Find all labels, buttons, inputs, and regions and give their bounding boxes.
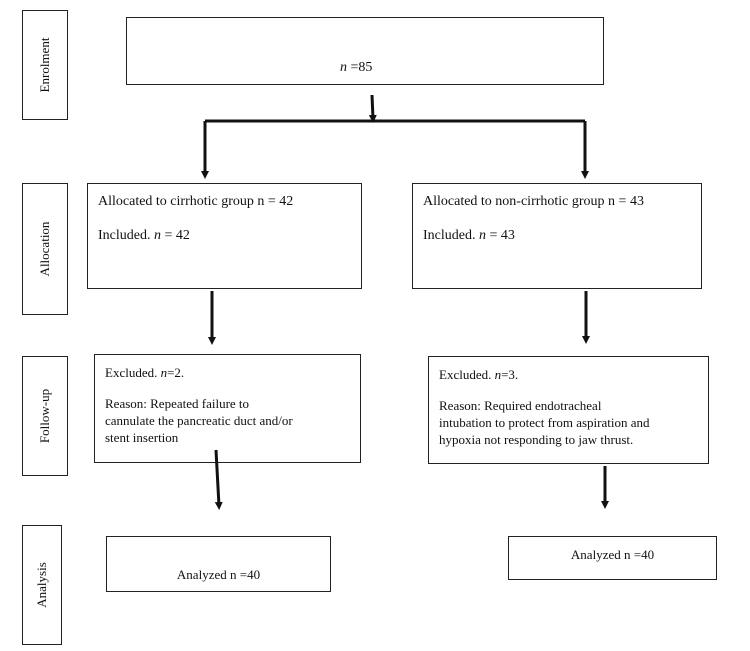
analyzed-non-cirrhotic-box: Analyzed n =40 bbox=[508, 536, 717, 580]
stage-allocation: Allocation bbox=[22, 183, 68, 315]
stage-analysis: Analysis bbox=[22, 525, 62, 645]
reason-cirrhotic-line2: cannulate the pancreatic duct and/or bbox=[105, 413, 293, 428]
stage-enrolment: Enrolment bbox=[22, 10, 68, 120]
excluded-cirrhotic-box: Excluded. n=2. Reason: Repeated failure … bbox=[94, 354, 361, 463]
included-cirrhotic-n: n bbox=[153, 228, 161, 243]
enrolment-count: n =85 bbox=[340, 60, 372, 76]
arrow-enrolment-to-split bbox=[368, 94, 377, 123]
excluded-cirrhotic: Excluded. n=2. bbox=[105, 365, 184, 380]
stage-allocation-label: Allocation bbox=[37, 221, 52, 277]
excluded-non-cirrhotic-box: Excluded. n=3. Reason: Required endotrac… bbox=[428, 356, 709, 464]
included-cirrhotic-value: = 42 bbox=[160, 228, 190, 243]
excluded-non-cirrhotic-value: =3. bbox=[501, 367, 519, 382]
reason-cirrhotic-line1: Reason: Repeated failure to bbox=[105, 396, 250, 411]
enrolment-n-symbol: n bbox=[340, 60, 347, 75]
reason-cirrhotic-line3: stent insertion bbox=[105, 430, 179, 445]
included-non-cirrhotic: Included. n = 43 bbox=[423, 228, 515, 244]
enrolment-n-value: =85 bbox=[347, 60, 373, 75]
excluded-non-cirrhotic-n: n bbox=[494, 367, 502, 382]
stage-enrolment-label: Enrolment bbox=[37, 37, 52, 93]
stage-analysis-label: Analysis bbox=[34, 562, 49, 608]
stage-follow-up-label: Follow-up bbox=[37, 388, 52, 444]
included-non-cirrhotic-value: = 43 bbox=[485, 228, 515, 243]
excluded-non-cirrhotic-prefix: Excluded. bbox=[439, 367, 495, 382]
analyzed-non-cirrhotic: Analyzed n =40 bbox=[570, 547, 655, 562]
allocation-non-cirrhotic-box: Allocated to non-cirrhotic group n = 43 … bbox=[412, 183, 702, 289]
included-non-cirrhotic-prefix: Included. bbox=[423, 228, 479, 243]
allocated-cirrhotic: Allocated to cirrhotic group n = 42 bbox=[98, 194, 294, 209]
enrolment-box: n =85 bbox=[126, 17, 604, 85]
reason-non-cirrhotic-line2: intubation to protect from aspiration an… bbox=[439, 415, 650, 430]
included-cirrhotic: Included. n = 42 bbox=[98, 228, 190, 244]
reason-non-cirrhotic-line1: Reason: Required endotracheal bbox=[439, 398, 602, 413]
excluded-cirrhotic-value: =2. bbox=[167, 365, 185, 380]
analyzed-cirrhotic-box: Analyzed n =40 bbox=[106, 536, 331, 592]
allocation-cirrhotic-box: Allocated to cirrhotic group n = 42 Incl… bbox=[87, 183, 362, 289]
excluded-non-cirrhotic: Excluded. n=3. bbox=[439, 367, 518, 382]
stage-follow-up: Follow-up bbox=[22, 356, 68, 476]
included-non-cirrhotic-n: n bbox=[478, 228, 486, 243]
allocated-non-cirrhotic: Allocated to non-cirrhotic group n = 43 bbox=[423, 194, 644, 209]
excluded-cirrhotic-n: n bbox=[160, 365, 168, 380]
analyzed-cirrhotic: Analyzed n =40 bbox=[176, 567, 261, 582]
included-cirrhotic-prefix: Included. bbox=[98, 228, 154, 243]
excluded-cirrhotic-prefix: Excluded. bbox=[105, 365, 161, 380]
reason-non-cirrhotic-line3: hypoxia not responding to jaw thrust. bbox=[439, 432, 634, 447]
